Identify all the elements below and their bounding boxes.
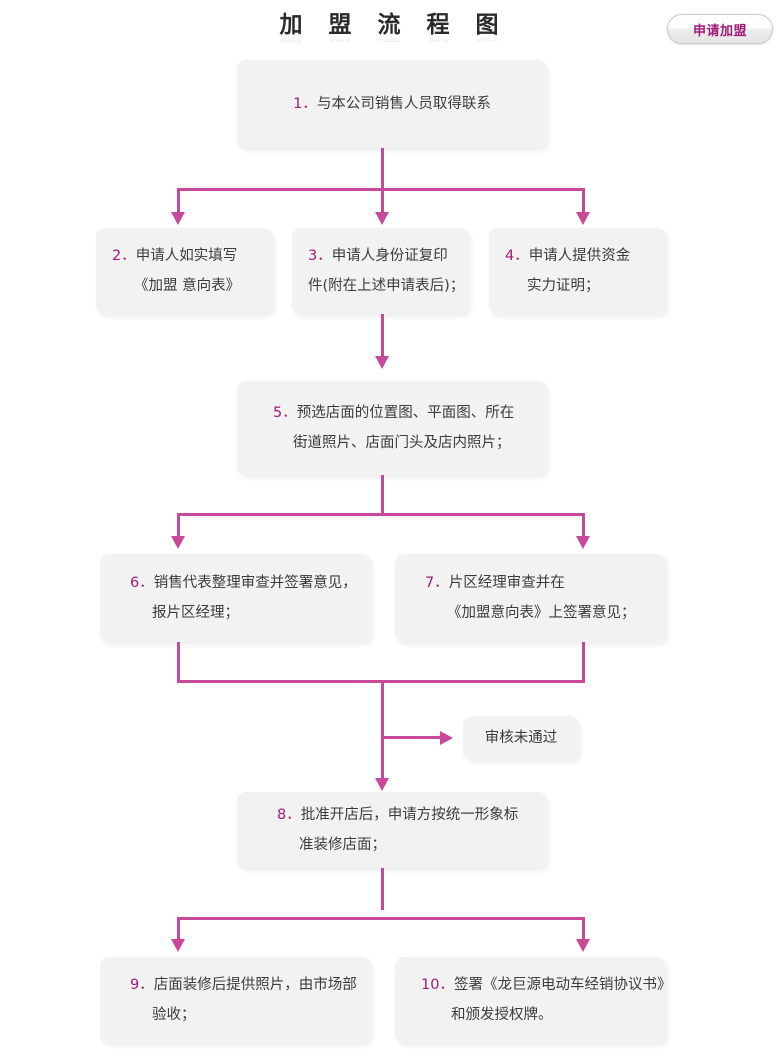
flow-node-text: 申请人如实填写 [135,248,238,264]
flow-node-line: 审核未通过 [463,723,579,753]
connector-arrowhead [576,939,590,952]
flow-node-text: 和颁发授权牌。 [451,1007,553,1023]
flow-node-line: 6．销售代表整理审查并签署意见， [116,568,357,598]
flow-node-step-4: 4．申请人提供资金 实力证明； [489,228,666,314]
flow-node-number: 8． [277,807,301,823]
connector-line-v [381,148,384,190]
flow-node-step-5: 5．预选店面的位置图、平面图、所在 街道照片、店面门头及店内照片； [237,381,547,475]
flow-node-step-2: 2．申请人如实填写 《加盟 意向表》 [96,228,273,314]
flow-node-text: 审核未通过 [484,730,558,746]
flow-node-text: 《加盟意向表》上签署意见； [447,605,636,621]
connector-line-v [381,868,384,910]
flow-node-number: 1． [293,96,317,112]
connector-arrowhead [576,536,590,549]
flow-node-line: 2．申请人如实填写 [112,241,257,271]
flow-node-line: 验收； [116,1000,355,1030]
connector-line-v [582,642,585,683]
connector-line-v [177,917,180,941]
connector-line-v [381,188,384,214]
connector-line-v [177,642,180,683]
connector-arrowhead [375,778,389,791]
flow-node-line: 9．店面装修后提供照片，由市场部 [116,970,357,1000]
flow-node-step-1: 1．与本公司销售人员取得联系 [237,60,547,148]
flow-node-text: 预选店面的位置图、平面图、所在 [296,405,515,421]
flow-node-line: 报片区经理； [116,598,355,628]
flow-node-step-9: 9．店面装修后提供照片，由市场部 验收； [100,957,371,1043]
flow-node-text: 店面装修后提供照片，由市场部 [153,977,357,993]
apply-franchise-button[interactable]: 申请加盟 [667,14,773,44]
connector-arrowhead [375,356,389,369]
flow-node-text: 准装修店面； [299,837,386,853]
connector-line-v [381,314,384,358]
flow-node-line: 《加盟 意向表》 [112,271,257,301]
flow-node-number: 10． [421,977,454,993]
flow-node-line: 4．申请人提供资金 [505,241,650,271]
flow-node-line: 街道照片、店面门头及店内照片； [253,428,531,458]
flow-node-step-6: 6．销售代表整理审查并签署意见， 报片区经理； [100,554,371,642]
flow-node-line: 7．片区经理审查并在 [411,568,650,598]
flow-node-text: 实力证明； [527,278,600,294]
flow-node-step-reject: 审核未通过 [463,716,579,760]
flow-node-line: 和颁发授权牌。 [411,1000,650,1030]
connector-line-h [381,736,441,739]
connector-line-v [582,513,585,538]
flow-node-line: 5．预选店面的位置图、平面图、所在 [253,398,531,428]
flow-node-line: 8．批准开店后，申请方按统一形象标 [253,800,531,830]
flow-node-text: 片区经理审查并在 [448,575,565,591]
connector-line-v [582,188,585,214]
connector-arrowhead [375,212,389,225]
flow-node-number: 7． [425,575,449,591]
flow-node-number: 6． [130,575,154,591]
flow-node-text: 报片区经理； [152,605,239,621]
connector-line-v [381,475,384,515]
connector-line-h [177,917,585,920]
flow-node-line: 1．与本公司销售人员取得联系 [253,89,531,119]
flow-node-line: 实力证明； [505,271,650,301]
connector-line-h [177,513,585,516]
flow-node-text: 签署《龙巨源电动车经销协议书》 [453,977,672,993]
flow-node-text: 与本公司销售人员取得联系 [316,96,491,112]
flow-node-number: 9． [130,977,154,993]
flow-node-number: 2． [112,248,136,264]
flow-node-text: 验收； [152,1007,196,1023]
connector-arrowhead [440,731,453,745]
flow-node-line: 3．申请人身份证复印 [308,241,453,271]
flow-node-number: 4． [505,248,529,264]
flow-node-line: 10．签署《龙巨源电动车经销协议书》 [411,970,671,1000]
flow-node-line: 《加盟意向表》上签署意见； [411,598,650,628]
flow-node-line: 件(附在上述申请表后)； [308,271,464,301]
flow-node-step-10: 10．签署《龙巨源电动车经销协议书》 和颁发授权牌。 [395,957,671,1043]
flow-node-step-8: 8．批准开店后，申请方按统一形象标 准装修店面； [237,792,547,868]
flow-node-step-3: 3．申请人身份证复印 件(附在上述申请表后)； [292,228,469,314]
page-title: 加 盟 流 程 图 [279,12,508,38]
connector-arrowhead [576,212,590,225]
connector-line-v [582,917,585,941]
flow-node-step-7: 7．片区经理审查并在 《加盟意向表》上签署意见； [395,554,666,642]
flow-node-text: 件(附在上述申请表后)； [308,278,465,294]
flow-node-text: 街道照片、店面门头及店内照片； [293,435,511,451]
connector-line-v [177,513,180,538]
connector-arrowhead [171,536,185,549]
flow-node-number: 5． [273,405,297,421]
flow-node-number: 3． [308,248,332,264]
flow-node-line: 准装修店面； [253,830,531,860]
connector-line-v [177,188,180,214]
flow-node-text: 《加盟 意向表》 [134,278,241,294]
connector-arrowhead [171,939,185,952]
flow-node-text: 申请人提供资金 [528,248,631,264]
flow-node-text: 申请人身份证复印 [331,248,448,264]
flow-node-text: 批准开店后，申请方按统一形象标 [300,807,519,823]
connector-line-v [381,680,384,780]
flow-node-text: 销售代表整理审查并签署意见， [153,575,357,591]
connector-arrowhead [171,212,185,225]
